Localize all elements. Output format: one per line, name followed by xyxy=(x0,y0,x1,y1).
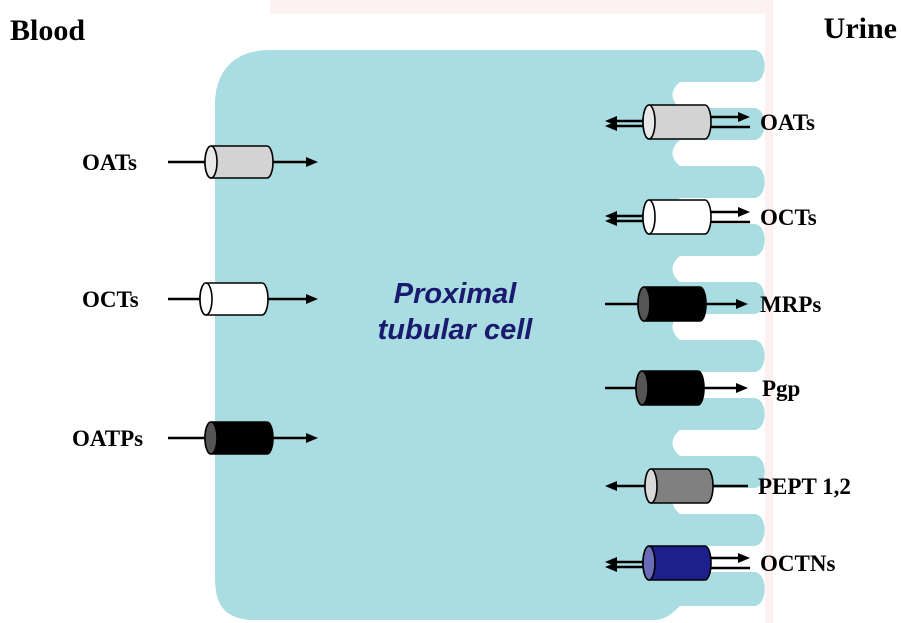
apical-transporter-mrps: MRPs xyxy=(605,286,821,322)
transporter-label: PEPT 1,2 xyxy=(758,474,851,499)
arrowhead-right xyxy=(736,383,748,393)
arrowhead-right xyxy=(306,157,318,167)
transporter-cap xyxy=(642,199,656,235)
cell-title-line2: tubular cell xyxy=(378,314,534,346)
arrowhead-right xyxy=(306,433,318,443)
blood-label: Blood xyxy=(10,14,85,47)
transporter-cap xyxy=(204,421,218,455)
arrowhead-right xyxy=(738,207,750,217)
cell-title-line1: Proximal xyxy=(394,278,517,310)
basolateral-transporter-octs: OCTs xyxy=(82,282,318,316)
apical-transporter-pgp: Pgp xyxy=(605,370,800,406)
arrowhead-right xyxy=(736,299,748,309)
transporter-cap xyxy=(204,145,218,179)
proximal-tubular-cell xyxy=(215,50,765,620)
transporter-label: OATs xyxy=(82,150,137,175)
arrowhead-left xyxy=(605,116,617,126)
transporter-label: OCTs xyxy=(760,205,817,230)
urine-label: Urine xyxy=(824,12,897,45)
background-strip xyxy=(270,0,770,14)
transporter-cap xyxy=(642,545,656,581)
arrowhead-right xyxy=(306,294,318,304)
transporter-cap xyxy=(637,286,651,322)
transporter-label: Pgp xyxy=(762,376,800,401)
transporter-label: MRPs xyxy=(760,292,821,317)
transporter-label: OCTNs xyxy=(760,551,835,576)
transporter-label: OATPs xyxy=(72,426,143,451)
apical-transporter-octs: OCTs xyxy=(605,199,817,235)
transporter-cap xyxy=(199,282,213,316)
transporter-label: OCTs xyxy=(82,287,139,312)
basolateral-transporter-oats: OATs xyxy=(82,145,318,179)
transporter-label: OATs xyxy=(760,110,815,135)
arrowhead-right xyxy=(738,553,750,563)
arrowhead-left xyxy=(605,557,617,567)
background-strip xyxy=(765,0,773,623)
apical-transporter-octns: OCTNs xyxy=(605,545,835,581)
apical-transporter-pept-1-2: PEPT 1,2 xyxy=(605,468,851,504)
transporter-cap xyxy=(635,370,649,406)
basolateral-transporter-oatps: OATPs xyxy=(72,421,318,455)
apical-transporter-oats: OATs xyxy=(605,104,815,140)
arrowhead-left xyxy=(605,481,617,491)
transporter-cap xyxy=(644,468,658,504)
arrowhead-right xyxy=(738,112,750,122)
transporter-cap xyxy=(642,104,656,140)
arrowhead-left xyxy=(605,211,617,221)
